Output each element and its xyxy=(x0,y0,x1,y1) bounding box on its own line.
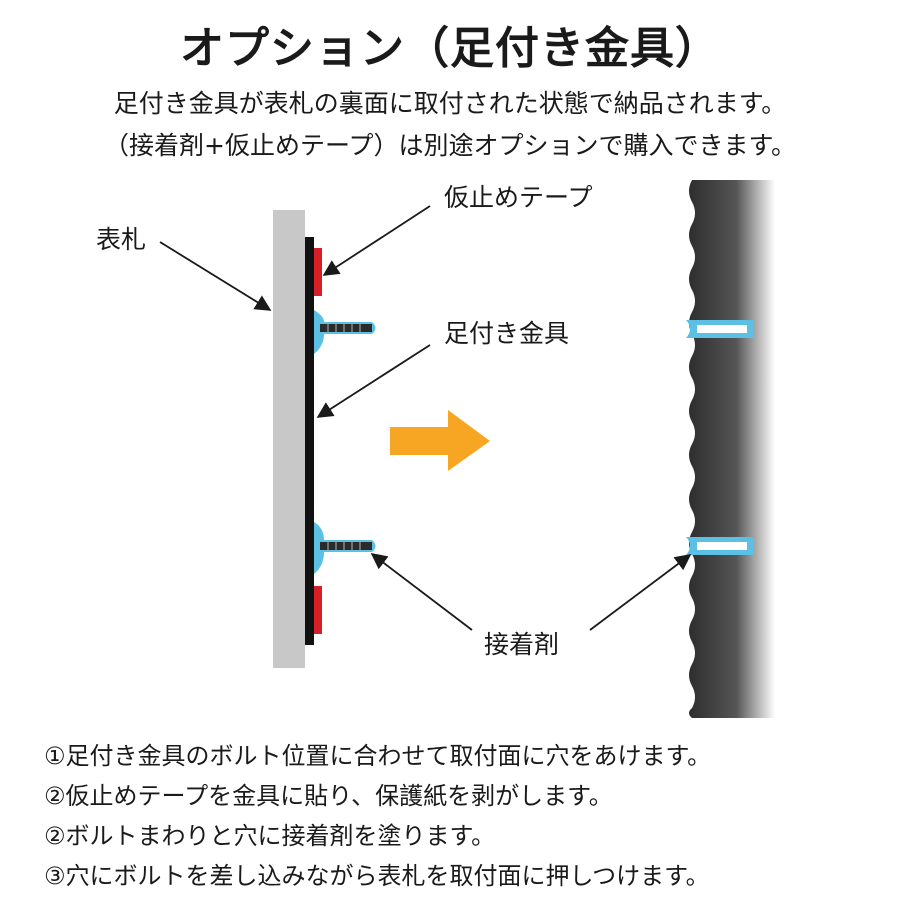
bolt-top xyxy=(320,324,372,332)
label-adhesive: 接着剤 xyxy=(484,630,559,659)
callout-nameplate xyxy=(159,241,272,311)
callout-tape xyxy=(322,205,431,276)
callout-adhesive-left xyxy=(370,553,473,631)
step-item: ③穴にボルトを差し込みながら表札を取付面に押しつけます。 xyxy=(44,862,710,890)
callout-bracket xyxy=(316,344,431,418)
temporary-tape-top xyxy=(314,248,322,296)
wall-hole-top xyxy=(686,320,754,338)
wall-section xyxy=(689,180,775,718)
label-nameplate: 表札 xyxy=(96,225,146,254)
wall-hole-bottom xyxy=(686,537,754,555)
steps-list: ①足付き金具のボルト位置に合わせて取付面に穴をあけます。 ②仮止めテープを金具に… xyxy=(44,736,884,896)
installation-diagram: 表札 仮止めテープ 足付き金具 接着剤 xyxy=(96,180,775,718)
direction-arrow xyxy=(390,410,490,471)
description-line-1: 足付き金具が表札の裏面に取付された状態で納品されます。 xyxy=(113,89,787,118)
description-line-2: （接着剤+仮止めテープ）は別途オプションで購入できます。 xyxy=(104,131,796,160)
bolt-bottom xyxy=(320,542,372,550)
bracket-bottom xyxy=(314,522,376,574)
step-item: ②仮止めテープを金具に貼り、保護紙を剥がします。 xyxy=(44,782,613,810)
bracket-top xyxy=(314,310,376,354)
step-item: ①足付き金具のボルト位置に合わせて取付面に穴をあけます。 xyxy=(44,742,712,770)
label-bracket: 足付き金具 xyxy=(444,319,569,348)
mounting-plate xyxy=(305,237,314,645)
callout-adhesive-right xyxy=(589,554,692,631)
page-title: オプション（足付き金具） xyxy=(180,23,720,74)
step-item: ②ボルトまわりと穴に接着剤を塗ります。 xyxy=(44,822,496,850)
label-tape: 仮止めテープ xyxy=(444,183,593,212)
nameplate-board xyxy=(273,210,305,668)
temporary-tape-bottom xyxy=(314,586,322,634)
